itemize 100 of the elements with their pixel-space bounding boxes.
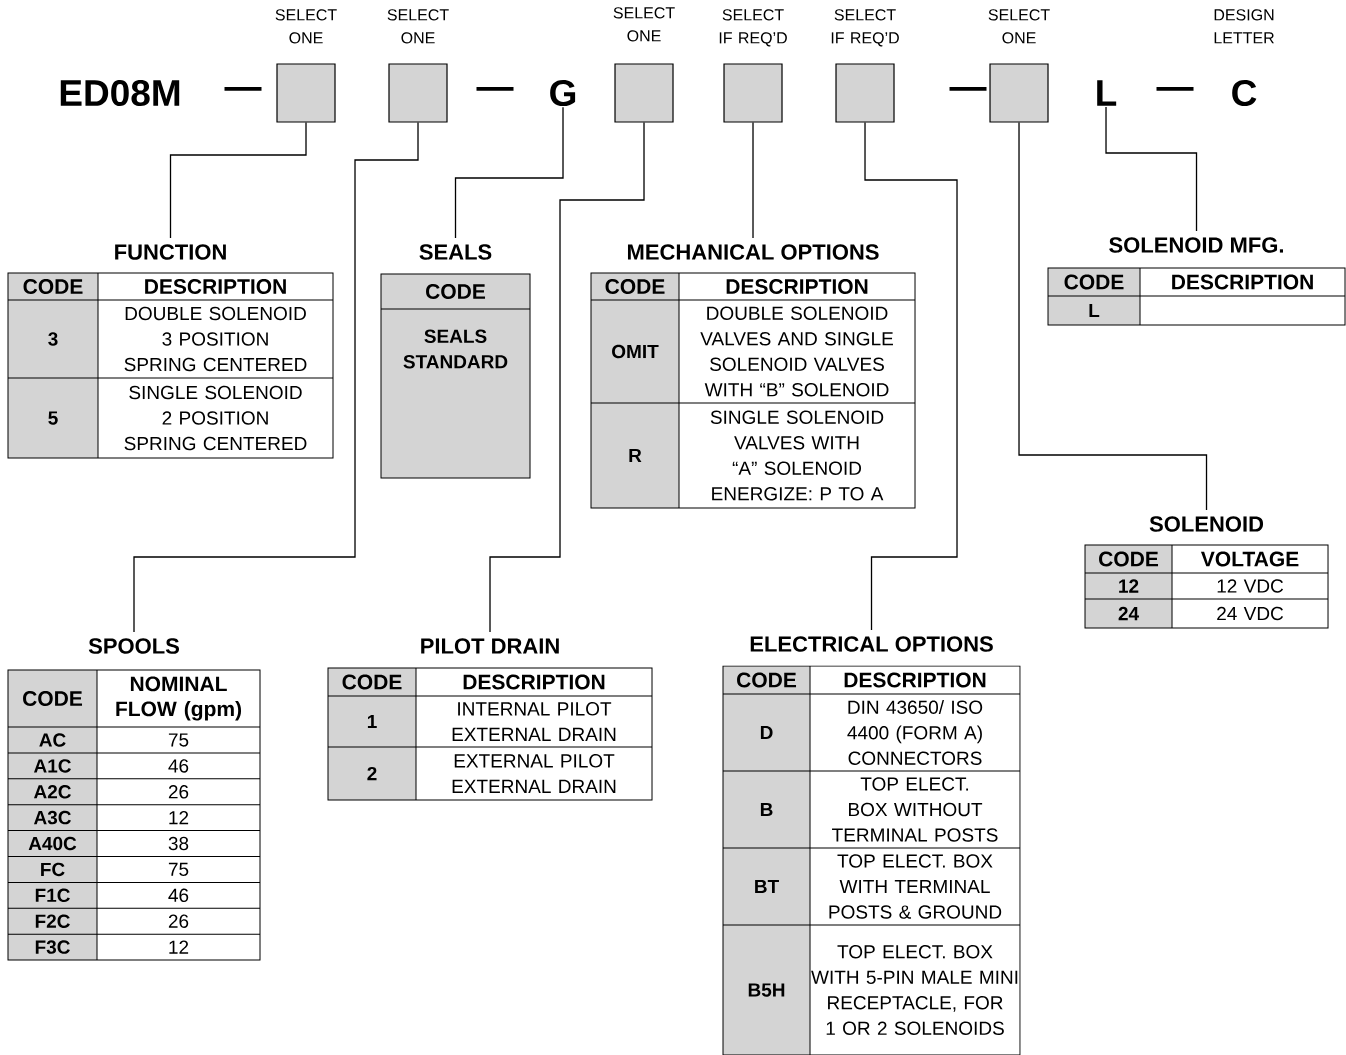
code-table xyxy=(7,669,261,961)
column-header: CODE xyxy=(605,279,665,294)
code-table xyxy=(380,273,531,479)
leader-line xyxy=(752,121,754,239)
code-letter: L xyxy=(1097,80,1117,106)
table-cell: DOUBLE SOLENOID 3 POSITION SPRING CENTERED xyxy=(124,306,307,372)
code-cell: D xyxy=(760,726,773,740)
code-cell: L xyxy=(1089,304,1100,318)
table-title: SEALS xyxy=(419,244,492,260)
table-cell: 26 xyxy=(168,785,189,799)
table-cell: SINGLE SOLENOID VALVES WITH “A” SOLENOID ENERGIZE: P TO A xyxy=(710,410,884,501)
column-header: CODE xyxy=(23,691,82,706)
code-cell: SEALS STANDARD xyxy=(403,329,508,369)
column-header: CODE xyxy=(1064,274,1124,290)
code-table xyxy=(327,667,653,801)
code-cell: B5H xyxy=(748,983,785,997)
code-box xyxy=(835,63,895,123)
code-cell: OMIT xyxy=(612,344,659,359)
code-text: — xyxy=(1156,87,1194,91)
code-cell: 5 xyxy=(48,411,58,425)
column-header: DESCRIPTION xyxy=(844,672,986,688)
leader-line xyxy=(1018,121,1208,511)
leader-line xyxy=(169,121,307,239)
code-box xyxy=(388,63,448,123)
code-table xyxy=(1047,267,1346,326)
table-cell: 46 xyxy=(168,888,189,903)
select-note: SELECT ONE xyxy=(988,9,1050,44)
column-header: DESCRIPTION xyxy=(1172,274,1313,290)
table-title: MECHANICAL OPTIONS xyxy=(628,244,879,260)
column-header: DESCRIPTION xyxy=(726,279,868,294)
table-title: SOLENOID xyxy=(1149,516,1264,532)
code-cell: A1C xyxy=(33,759,71,773)
code-box xyxy=(614,63,674,123)
code-cell: F1C xyxy=(35,888,70,903)
table-cell: 12 xyxy=(169,940,189,954)
table-cell: TOP ELECT. BOX WITHOUT TERMINAL POSTS xyxy=(832,777,998,842)
table-cell: EXTERNAL PILOT EXTERNAL DRAIN xyxy=(452,754,616,793)
code-cell: AC xyxy=(39,733,66,747)
code-table xyxy=(722,665,1021,1055)
table-title: SOLENOID MFG. xyxy=(1109,237,1283,253)
select-note: SELECT ONE xyxy=(275,9,337,44)
table-cell: 24 VDC xyxy=(1217,606,1284,621)
code-letter: G xyxy=(550,79,576,107)
table-title: PILOT DRAIN xyxy=(421,638,559,654)
leader-line xyxy=(133,121,419,633)
leader-line xyxy=(1105,106,1198,232)
leader-line xyxy=(864,121,958,631)
select-note: SELECT ONE xyxy=(387,9,449,44)
code-box xyxy=(276,63,336,123)
leader-line xyxy=(489,121,645,633)
code-table xyxy=(590,272,916,509)
column-header: CODE xyxy=(1099,551,1159,567)
code-cell: A3C xyxy=(33,810,71,825)
table-cell: 26 xyxy=(168,914,189,928)
column-header: NOMINAL FLOW (gpm) xyxy=(116,676,242,721)
code-cell: BT xyxy=(755,880,779,894)
code-box xyxy=(989,63,1049,123)
code-table xyxy=(1084,544,1329,629)
table-title: SPOOLS xyxy=(88,638,179,654)
code-text: — xyxy=(949,87,987,91)
code-box xyxy=(723,63,783,123)
code-text: C xyxy=(1232,79,1257,107)
code-text: — xyxy=(476,87,514,91)
code-cell: 1 xyxy=(367,715,377,729)
column-header: DESCRIPTION xyxy=(145,279,286,294)
table-cell: 12 xyxy=(169,811,189,825)
design-note: DESIGN LETTER xyxy=(1214,9,1274,44)
column-header: VOLTAGE xyxy=(1200,551,1299,567)
table-cell: DIN 43650/ ISO 4400 (FORM A) CONNECTORS xyxy=(847,700,983,765)
table-cell: SINGLE SOLENOID 2 POSITION SPRING CENTERED xyxy=(124,385,307,451)
table-cell: 75 xyxy=(168,733,189,747)
column-header: CODE xyxy=(426,284,485,299)
code-cell: FC xyxy=(41,862,65,877)
code-cell: A40C xyxy=(28,836,77,851)
column-header: CODE xyxy=(342,674,402,690)
column-header: DESCRIPTION xyxy=(463,674,605,690)
code-cell: 24 xyxy=(1118,606,1139,621)
code-text: ED08M xyxy=(60,79,180,107)
select-note: SELECT IF REQ’D xyxy=(831,9,899,47)
table-cell: 75 xyxy=(168,862,189,877)
table-cell: 12 VDC xyxy=(1217,579,1284,593)
code-cell: B xyxy=(760,803,773,817)
code-cell: F2C xyxy=(35,914,70,928)
table-cell: 38 xyxy=(168,836,189,851)
select-note: SELECT ONE xyxy=(613,7,675,42)
table-cell: TOP ELECT. BOX WITH 5-PIN MALE MINI RECEPTACLE, FOR 1 OR 2 SOLENOIDS xyxy=(811,945,1018,1035)
table-cell: 46 xyxy=(168,759,189,773)
code-cell: 2 xyxy=(367,766,377,781)
code-cell: R xyxy=(629,449,642,463)
code-cell: 12 xyxy=(1119,579,1139,593)
table-cell: TOP ELECT. BOX WITH TERMINAL POSTS & GROUND xyxy=(829,854,1002,919)
table-title: FUNCTION xyxy=(115,244,226,260)
column-header: CODE xyxy=(737,672,796,688)
code-cell: 3 xyxy=(48,332,58,346)
table-cell: INTERNAL PILOT EXTERNAL DRAIN xyxy=(452,702,616,741)
code-cell: A2C xyxy=(33,785,71,799)
code-cell: F3C xyxy=(35,940,70,954)
leader-line xyxy=(454,106,564,239)
select-note: SELECT IF REQ’D xyxy=(719,9,787,47)
column-header: CODE xyxy=(23,279,83,294)
